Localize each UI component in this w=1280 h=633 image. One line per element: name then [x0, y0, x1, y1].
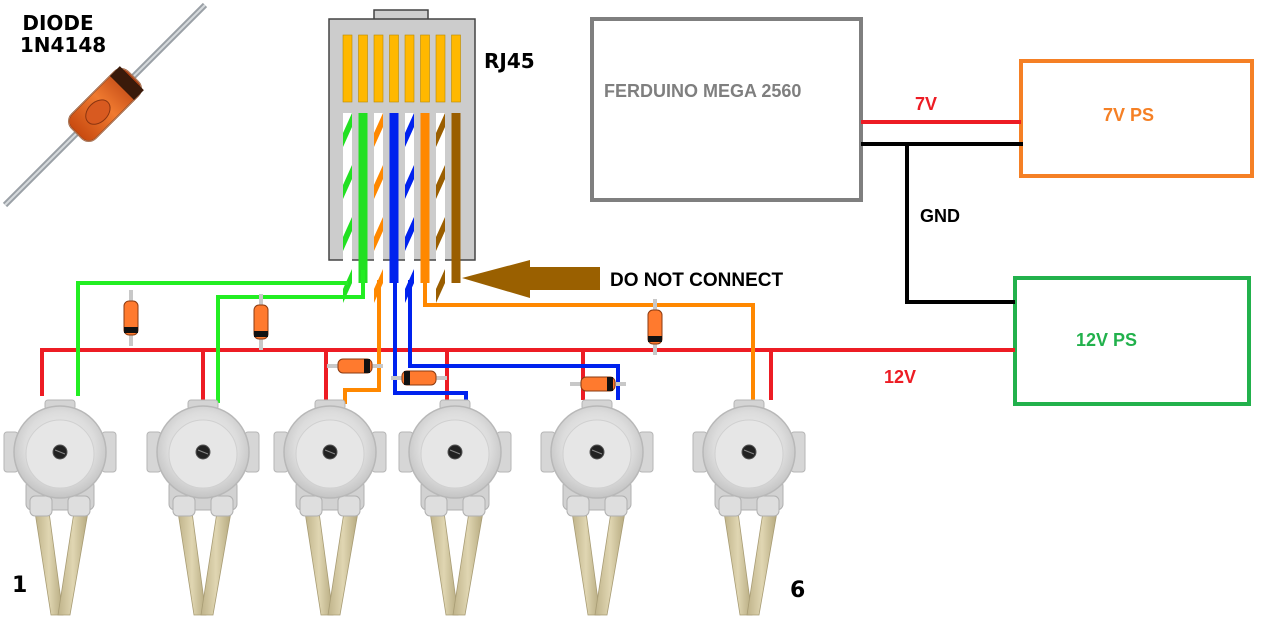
do-not-connect-label: DO NOT CONNECT: [610, 270, 784, 291]
diode-label-line1: DIODE: [22, 11, 93, 35]
diode-cathode-band: [109, 66, 144, 101]
flyback-diode-3: [327, 358, 383, 374]
rj45-wire-white-green: [343, 113, 352, 303]
cathode-band: [404, 371, 410, 385]
pumps: [3, 399, 806, 616]
label-12v: 12V: [884, 367, 916, 387]
rj45-connector: [328, 9, 476, 303]
rj45-contact-1: [342, 34, 353, 103]
pump-tubes: [34, 511, 89, 616]
cathode-band: [254, 331, 268, 337]
flyback-diode-1: [123, 290, 139, 346]
ps12-label: 12V PS: [1076, 330, 1137, 350]
rj45-contact-5: [404, 34, 415, 103]
pump-tubes: [571, 511, 626, 616]
wire-pump3-white-orange: [343, 280, 381, 404]
flyback-diode-2: [253, 294, 269, 350]
rj45-contact-7: [435, 34, 446, 103]
diode-glass-body: [68, 66, 144, 142]
cathode-band: [364, 359, 370, 373]
flyback-diode-6: [647, 299, 663, 355]
rj45-contact-4: [389, 34, 399, 103]
rj45-wire-white-blue: [405, 113, 414, 303]
flyback-diodes: [123, 290, 663, 392]
rj45-wire-orange: [420, 113, 430, 283]
ferduino-label: FERDUINO MEGA 2560: [604, 81, 801, 101]
diode-photo: [2, 2, 208, 208]
label-gnd: GND: [920, 206, 960, 226]
pump-tubes: [429, 511, 484, 616]
wire-pump4-blue: [393, 270, 468, 402]
rj45-wire-white-orange: [374, 113, 383, 303]
ps7-label: 7V PS: [1103, 105, 1154, 125]
rj45-wire-brown: [451, 113, 461, 283]
rj45-body: [328, 18, 476, 261]
peristaltic-pump-4[interactable]: [398, 399, 512, 616]
flyback-diode-4: [391, 370, 447, 386]
peristaltic-pump-1[interactable]: [3, 399, 117, 616]
pump-label-6: 6: [790, 578, 805, 603]
rj45-contact-8: [451, 34, 461, 103]
rj45-contact-2: [358, 34, 368, 103]
ps12-box[interactable]: [1013, 276, 1251, 406]
pump-label-1: 1: [12, 573, 27, 598]
rj45-label: RJ45: [484, 49, 535, 73]
pump-tubes: [723, 511, 778, 616]
wire-pump1-green-white: [76, 281, 348, 396]
cathode-band: [607, 377, 613, 391]
rj45-wire-green: [358, 113, 368, 283]
cathode-band: [124, 327, 138, 333]
ps7-box[interactable]: [1019, 59, 1254, 178]
pump-tubes: [177, 511, 232, 616]
peristaltic-pump-6[interactable]: [692, 399, 806, 616]
wire-gnd-12v: [905, 144, 1015, 304]
peristaltic-pump-5[interactable]: [540, 399, 654, 616]
cathode-band: [648, 336, 662, 342]
flyback-diode-5: [570, 376, 626, 392]
pump-tubes: [304, 511, 359, 616]
ferduino-box[interactable]: [590, 17, 863, 202]
peristaltic-pump-2[interactable]: [146, 399, 260, 616]
rj45-contact-6: [420, 34, 430, 103]
label-7v: 7V: [915, 94, 937, 114]
do-not-connect-arrow: [462, 260, 600, 298]
wire-pump6-orange: [423, 270, 755, 400]
brown-arrow: [462, 260, 600, 298]
rj45-wire-blue: [389, 113, 399, 283]
rj45-contact-3: [373, 34, 384, 103]
rj45-wire-white-brown: [436, 113, 445, 303]
diode-label-line2: 1N4148: [20, 33, 106, 57]
peristaltic-pump-3[interactable]: [273, 399, 387, 616]
wire-pump2-green: [216, 270, 365, 403]
